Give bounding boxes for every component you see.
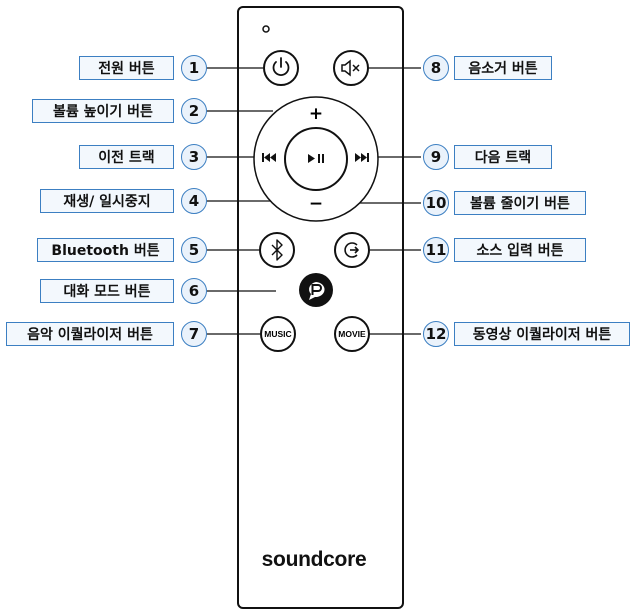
movie-eq-button[interactable]: MOVIE <box>334 316 370 352</box>
callout-number-volume-down: 10 <box>423 190 449 216</box>
dialogue-mode-icon <box>309 282 325 300</box>
power-button[interactable] <box>263 50 299 86</box>
callout-label-dialogue-mode: 대화 모드 버튼 <box>40 279 174 303</box>
callout-number-bluetooth: 5 <box>181 237 207 263</box>
callout-number-volume-up: 2 <box>181 98 207 124</box>
callout-label-movie-eq: 동영상 이퀄라이저 버튼 <box>454 322 630 346</box>
callout-number-source-input: 11 <box>423 237 449 263</box>
dialogue-mode-button[interactable] <box>299 273 333 307</box>
callout-number-next-track: 9 <box>423 144 449 170</box>
power-icon <box>272 57 290 76</box>
callout-label-music-eq: 음악 이퀄라이저 버튼 <box>6 322 174 346</box>
source-input-icon <box>344 242 359 258</box>
callout-number-music-eq: 7 <box>181 321 207 347</box>
callout-number-mute: 8 <box>423 55 449 81</box>
callout-number-previous-track: 3 <box>181 144 207 170</box>
callout-label-bluetooth: Bluetooth 버튼 <box>37 238 174 262</box>
callout-label-source-input: 소스 입력 버튼 <box>454 238 586 262</box>
callout-label-volume-down: 볼륨 줄이기 버튼 <box>454 191 586 215</box>
source-input-button[interactable] <box>334 232 370 268</box>
callout-number-movie-eq: 12 <box>423 321 449 347</box>
music-eq-label: MUSIC <box>264 329 291 339</box>
callout-label-volume-up: 볼륨 높이기 버튼 <box>32 99 174 123</box>
callout-label-previous-track: 이전 트랙 <box>79 145 174 169</box>
bluetooth-icon <box>271 239 283 261</box>
music-eq-button[interactable]: MUSIC <box>260 316 296 352</box>
movie-eq-label: MOVIE <box>338 329 366 339</box>
callout-label-mute: 음소거 버튼 <box>454 56 552 80</box>
callout-label-play-pause: 재생/ 일시중지 <box>40 189 174 213</box>
callout-number-dialogue-mode: 6 <box>181 278 207 304</box>
play-pause-button[interactable] <box>284 127 348 191</box>
status-led <box>262 25 270 33</box>
mute-icon <box>341 59 360 77</box>
previous-track-icon[interactable] <box>262 153 276 162</box>
callout-number-power: 1 <box>181 55 207 81</box>
volume-up-sign[interactable]: + <box>309 104 323 124</box>
callout-label-next-track: 다음 트랙 <box>454 145 552 169</box>
play-pause-icon <box>308 154 324 163</box>
next-track-icon[interactable] <box>355 153 369 162</box>
mute-button[interactable] <box>333 50 369 86</box>
callout-label-power: 전원 버튼 <box>79 56 174 80</box>
brand-logo: soundcore <box>261 548 367 571</box>
volume-down-sign[interactable]: − <box>309 194 323 214</box>
callout-number-play-pause: 4 <box>181 188 207 214</box>
bluetooth-button[interactable] <box>259 232 295 268</box>
